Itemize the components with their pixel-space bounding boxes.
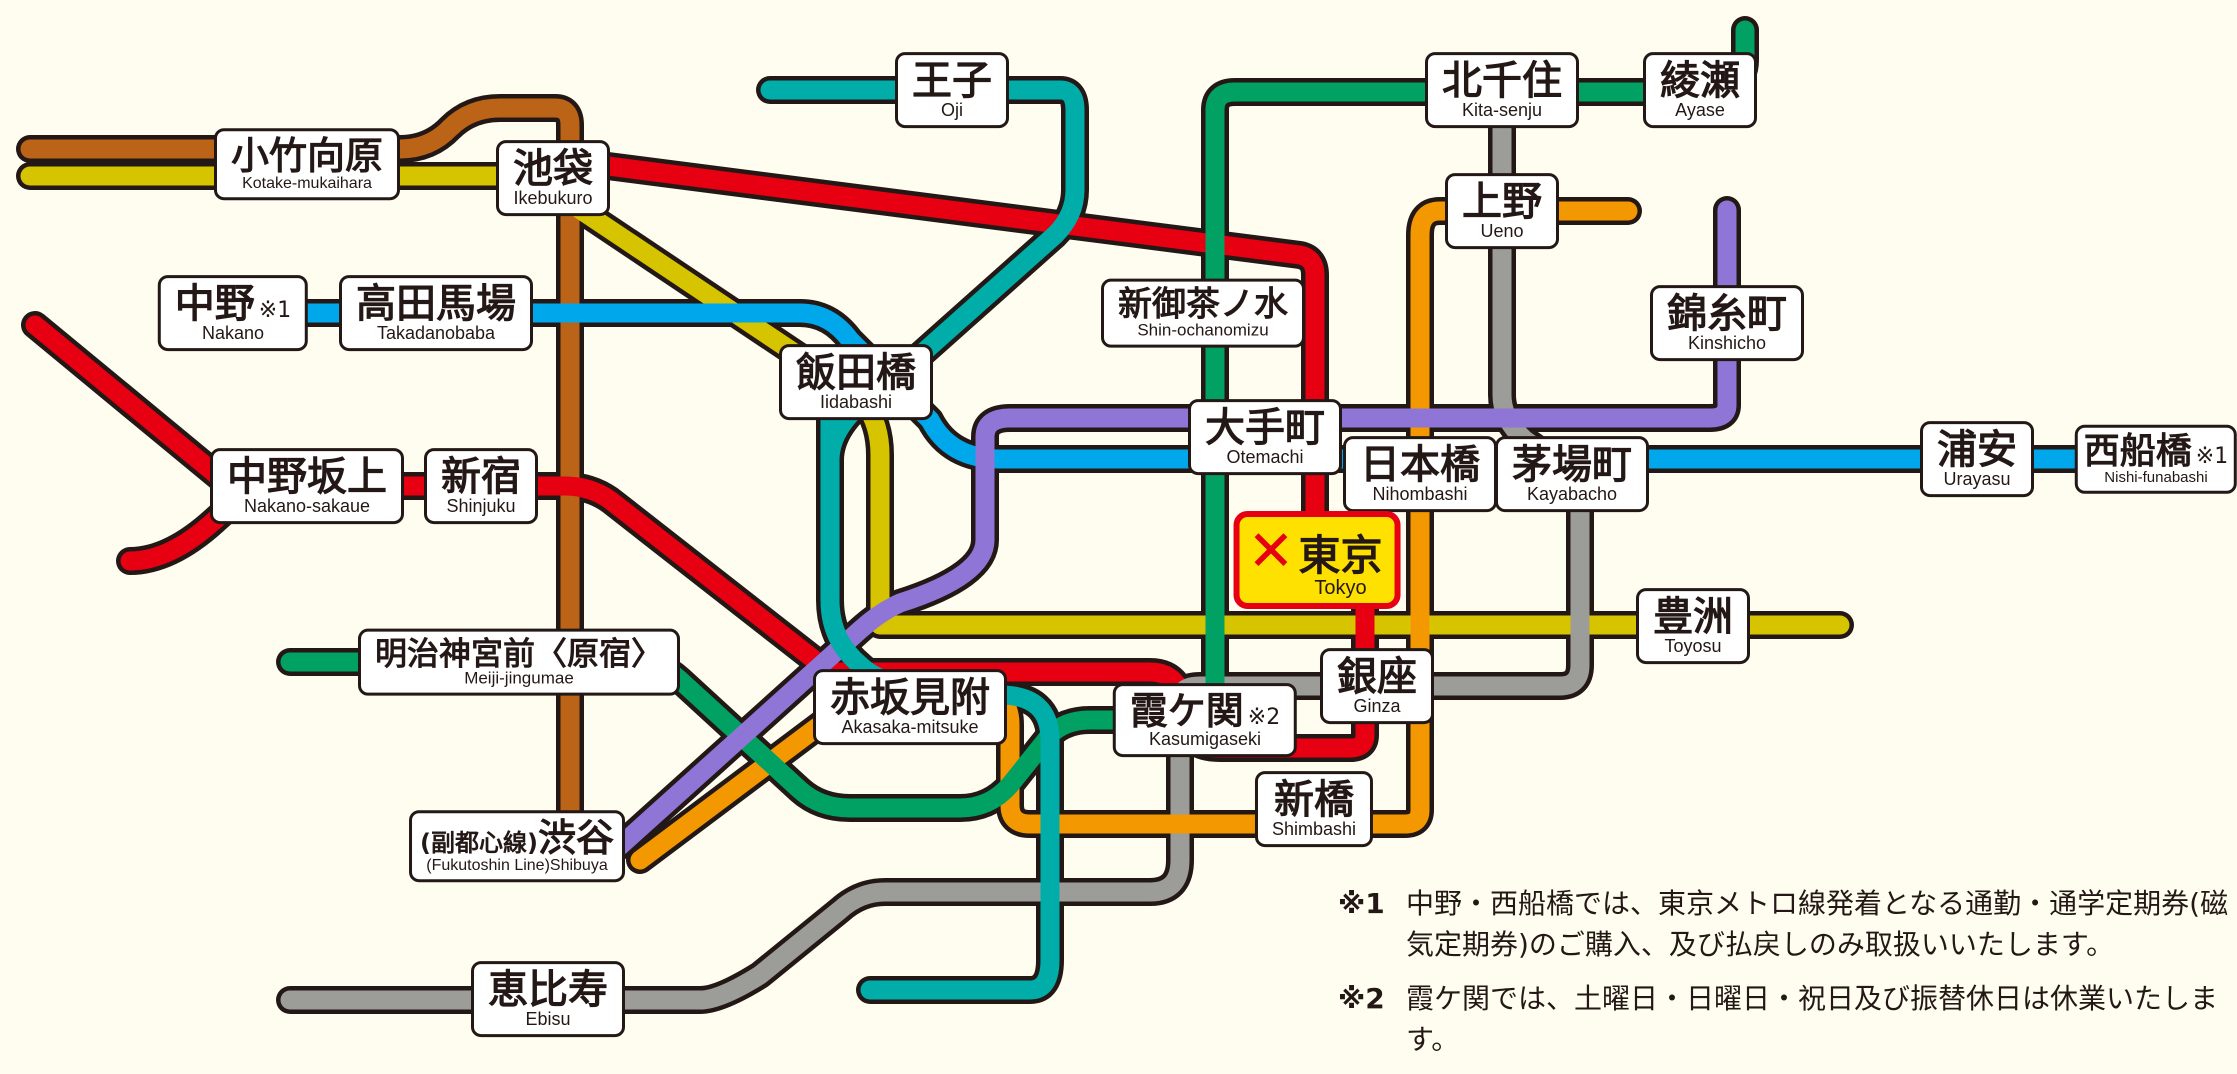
station-name-jp: 恵比寿 bbox=[488, 967, 608, 1014]
station-name-en: Tokyo bbox=[1314, 577, 1367, 599]
station-name-en: Ginza bbox=[1353, 696, 1401, 717]
station-name-jp: 錦糸町 bbox=[1667, 291, 1787, 338]
station-name-en: Nihombashi bbox=[1372, 484, 1468, 505]
station-name-en: Kasumigaseki bbox=[1148, 729, 1262, 750]
station-name-jp: 浦安 bbox=[1937, 427, 2017, 474]
station-name-jp: 小竹向原 bbox=[230, 134, 384, 179]
station-name-jp: 銀座 bbox=[1337, 654, 1417, 701]
station-name-jp: 中野 bbox=[174, 281, 255, 328]
station-name-jp: 赤坂見附 bbox=[830, 675, 990, 722]
station-shimbashi[interactable]: 新橋 Shimbashi bbox=[1254, 771, 1374, 847]
station-kita-senju[interactable]: 北千住 Kita-senju bbox=[1425, 52, 1579, 128]
station-name-en: Nakano-sakaue bbox=[243, 496, 371, 517]
station-kinshicho[interactable]: 錦糸町 Kinshicho bbox=[1650, 285, 1804, 361]
station-name-jp: 王子 bbox=[912, 58, 992, 105]
station-name-en: Nakano bbox=[201, 323, 265, 344]
station-name-en: Shin-ochanomizu bbox=[1137, 320, 1269, 340]
station-name-jp: 大手町 bbox=[1205, 405, 1325, 452]
station-name-en: Shinjuku bbox=[446, 496, 516, 517]
station-name-en: Takadanobaba bbox=[376, 323, 496, 344]
station-name-jp: 飯田橋 bbox=[796, 350, 916, 397]
station-iidabashi[interactable]: 飯田橋 Iidabashi bbox=[779, 344, 933, 420]
note-mark: ※1 bbox=[258, 298, 292, 324]
station-nakano-sakaue[interactable]: 中野坂上 Nakano-sakaue bbox=[210, 448, 404, 524]
fukutoshin-line bbox=[20, 98, 580, 850]
station-name-en: Urayasu bbox=[1943, 469, 2011, 490]
station-name-jp: 綾瀬 bbox=[1660, 58, 1740, 105]
station-tokyo[interactable]: ✕ 東京 Tokyo bbox=[1233, 511, 1401, 609]
station-name-jp: 中野坂上 bbox=[227, 454, 387, 501]
station-name-jp: 東京 bbox=[1298, 531, 1383, 580]
station-name-en: Kita-senju bbox=[1461, 100, 1543, 121]
namboku-line bbox=[760, 80, 1085, 1000]
station-name-jp: 新橋 bbox=[1273, 777, 1354, 824]
station-name-jp: 明治神宮前〈原宿〉 bbox=[374, 634, 664, 673]
station-otemachi[interactable]: 大手町 Otemachi bbox=[1188, 399, 1342, 475]
footnote-2: ※2 霞ケ関では、土曜日・日曜日・祝日及び振替休日は休業いたします。 bbox=[1338, 979, 2237, 1060]
station-nihombashi[interactable]: 日本橋 Nihombashi bbox=[1343, 436, 1497, 512]
station-name-jp: 霞ケ関 bbox=[1129, 689, 1244, 734]
station-kotake-mukaihara[interactable]: 小竹向原 Kotake-mukaihara bbox=[213, 128, 401, 200]
footnote-mark: ※1 bbox=[1338, 887, 1385, 920]
station-name-en: Kinshicho bbox=[1687, 333, 1767, 354]
station-name-jp: 高田馬場 bbox=[356, 281, 516, 328]
station-name-en: Ueno bbox=[1480, 221, 1524, 242]
station-ginza[interactable]: 銀座 Ginza bbox=[1320, 648, 1434, 724]
station-shinjuku[interactable]: 新宿 Shinjuku bbox=[424, 448, 538, 524]
station-ikebukuro[interactable]: 池袋 Ikebukuro bbox=[496, 140, 610, 216]
station-oji[interactable]: 王子 Oji bbox=[895, 52, 1009, 128]
station-name-en: Ayase bbox=[1675, 100, 1725, 121]
station-ueno[interactable]: 上野 Ueno bbox=[1445, 173, 1559, 249]
station-name-jp: 新御茶ノ水 bbox=[1118, 284, 1288, 325]
station-kasumigaseki[interactable]: 霞ケ関※2 Kasumigaseki bbox=[1112, 683, 1298, 757]
station-name-en: Toyosu bbox=[1664, 636, 1722, 657]
footnote-text: 中野・西船橋では、東京メトロ線発着となる通勤・通学定期券(磁気定期券)のご購入、… bbox=[1406, 887, 2229, 961]
station-kayabacho[interactable]: 茅場町 Kayabacho bbox=[1495, 436, 1649, 512]
station-name-en: Shimbashi bbox=[1271, 819, 1357, 840]
station-nakano[interactable]: 中野※1 Nakano bbox=[157, 275, 309, 351]
station-name-en: (Fukutoshin Line)Shibuya bbox=[426, 857, 608, 875]
station-shibuya[interactable]: (副都心線)渋谷 (Fukutoshin Line)Shibuya bbox=[409, 810, 625, 882]
station-name-en: Ikebukuro bbox=[513, 188, 593, 209]
station-name-en: Iidabashi bbox=[819, 392, 893, 413]
station-name-en: Kayabacho bbox=[1526, 484, 1618, 505]
hanzomon-line bbox=[610, 200, 1737, 856]
station-name-jp: 豊洲 bbox=[1653, 594, 1733, 641]
station-name-en: Kotake-mukaihara bbox=[242, 175, 372, 193]
station-akasaka-mitsuke[interactable]: 赤坂見附 Akasaka-mitsuke bbox=[813, 669, 1007, 745]
footnote-1: ※1 中野・西船橋では、東京メトロ線発着となる通勤・通学定期券(磁気定期券)のご… bbox=[1338, 884, 2237, 965]
station-name-jp: 池袋 bbox=[513, 146, 593, 193]
station-name-en: Nishi-funabashi bbox=[2104, 468, 2208, 486]
station-nishi-funabashi[interactable]: 西船橋※1 Nishi-funabashi bbox=[2074, 424, 2237, 494]
station-ayase[interactable]: 綾瀬 Ayase bbox=[1643, 52, 1757, 128]
station-name-jp: 日本橋 bbox=[1360, 442, 1480, 489]
station-name-en: Oji bbox=[941, 100, 963, 121]
station-name-en: Meiji-jingumae bbox=[464, 668, 574, 688]
station-takadanobaba[interactable]: 高田馬場 Takadanobaba bbox=[339, 275, 533, 351]
station-name-en: Ebisu bbox=[525, 1009, 571, 1030]
station-urayasu[interactable]: 浦安 Urayasu bbox=[1920, 421, 2034, 497]
station-ebisu[interactable]: 恵比寿 Ebisu bbox=[471, 961, 625, 1037]
footnotes: ※1 中野・西船橋では、東京メトロ線発着となる通勤・通学定期券(磁気定期券)のご… bbox=[1338, 884, 2237, 1074]
station-meiji-jingumae[interactable]: 明治神宮前〈原宿〉 Meiji-jingumae bbox=[357, 628, 681, 696]
station-name-jp: 上野 bbox=[1462, 179, 1542, 226]
station-shin-ochanomizu[interactable]: 新御茶ノ水 Shin-ochanomizu bbox=[1101, 278, 1305, 348]
tokyo-x-mark-icon: ✕ bbox=[1247, 519, 1295, 582]
station-toyosu[interactable]: 豊洲 Toyosu bbox=[1636, 588, 1750, 664]
station-name-jp: 渋谷 bbox=[537, 816, 614, 861]
station-name-jp: 新宿 bbox=[441, 454, 521, 501]
footnote-mark: ※2 bbox=[1338, 982, 1385, 1016]
note-mark: ※1 bbox=[2195, 443, 2229, 469]
note-mark: ※2 bbox=[1247, 705, 1281, 731]
footnote-text: 霞ケ関では、土曜日・日曜日・祝日及び振替休日は休業いたします。 bbox=[1406, 982, 2219, 1056]
station-name-en: Otemachi bbox=[1226, 447, 1304, 468]
station-name-en: Akasaka-mitsuke bbox=[841, 717, 979, 738]
line-note-text: (副都心線) bbox=[420, 829, 538, 858]
station-name-jp: 西船橋 bbox=[2083, 430, 2192, 472]
station-name-jp: 茅場町 bbox=[1512, 442, 1632, 489]
station-name-jp: 北千住 bbox=[1442, 58, 1562, 105]
